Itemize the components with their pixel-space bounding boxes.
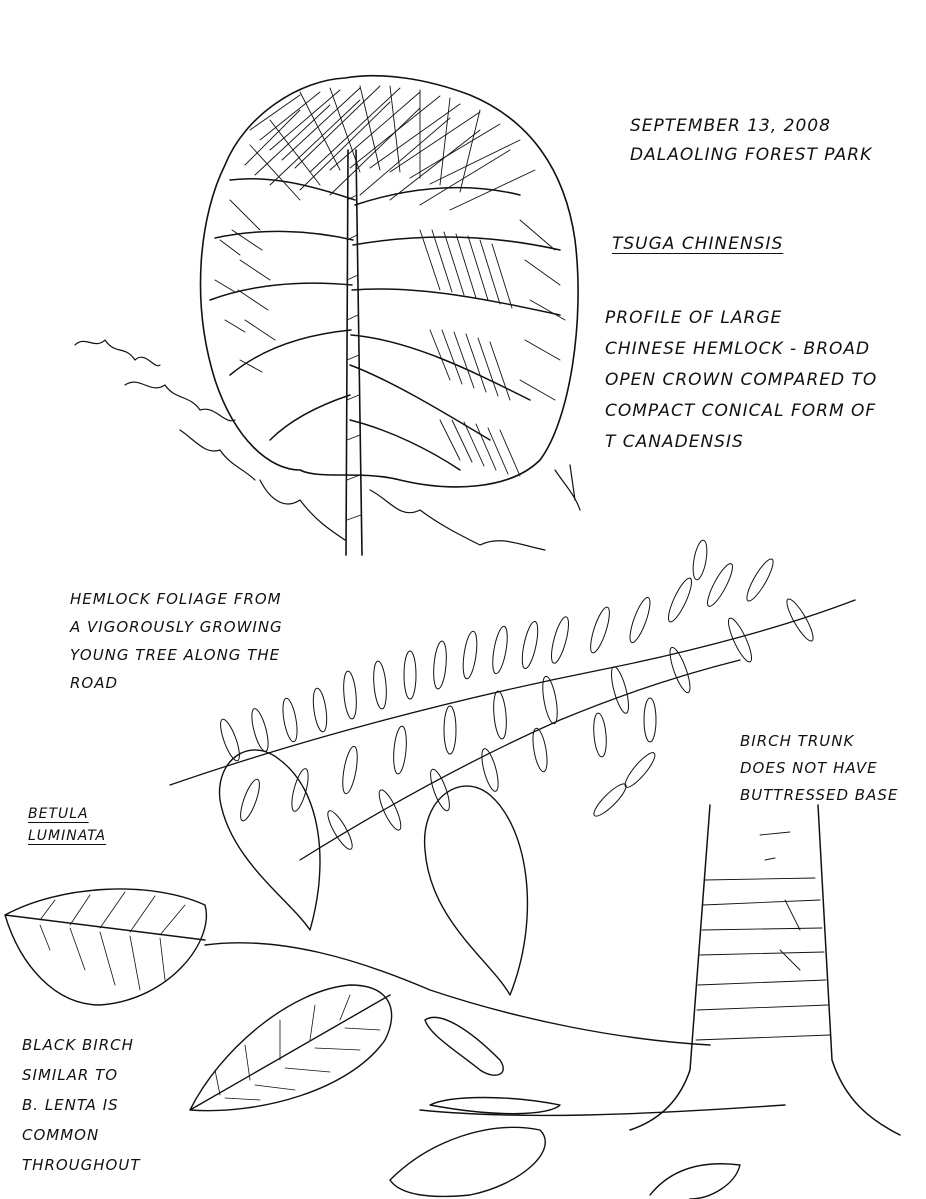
foliage-note: HEMLOCK FOLIAGE FROM A VIGOROUSLY GROWIN…	[70, 585, 283, 697]
note-line: DOES NOT HAVE	[740, 759, 878, 777]
species-name: TSUGA CHINENSIS	[612, 234, 784, 254]
birch-trunk-note: BIRCH TRUNK DOES NOT HAVE BUTTRESSED BAS…	[740, 728, 898, 809]
hemlock-tree-drawing	[75, 76, 580, 555]
birch-leaf	[425, 786, 528, 995]
note-line: BLACK BIRCH	[22, 1036, 134, 1054]
entry-date: SEPTEMBER 13, 2008	[630, 116, 831, 136]
birch-leaf	[390, 1127, 545, 1196]
foliage-branch-upper	[170, 600, 855, 785]
birch-catkin	[430, 1098, 560, 1114]
birch-twig	[205, 943, 785, 1116]
foliage-needles	[217, 539, 817, 852]
note-line: OPEN CROWN COMPARED TO	[605, 370, 878, 390]
species-title: TSUGA CHINENSIS	[612, 230, 783, 259]
hemlock-understory-left	[75, 340, 255, 480]
betula-title: BETULA LUMINATA	[28, 803, 106, 847]
hemlock-trunk-hatching	[347, 195, 361, 520]
entry-location: DALAOLING FOREST PARK	[630, 145, 873, 165]
hemlock-foliage-drawing	[170, 539, 855, 860]
birch-leaf	[190, 985, 392, 1111]
hemlock-branches	[210, 179, 560, 470]
note-line: THROUGHOUT	[22, 1156, 141, 1174]
page-header: SEPTEMBER 13, 2008 DALAOLING FOREST PARK	[630, 112, 872, 170]
note-line: SIMILAR TO	[22, 1066, 119, 1084]
note-line: COMPACT CONICAL FORM OF	[605, 401, 877, 421]
hemlock-trunk	[346, 150, 362, 555]
hemlock-crown-outline	[201, 76, 579, 487]
birch-leaf	[220, 750, 320, 930]
birch-branch-drawing	[5, 750, 785, 1199]
note-line: ROAD	[70, 674, 119, 692]
foliage-branch-lower	[300, 660, 740, 860]
note-line: T CANADENSIS	[605, 432, 744, 452]
birch-catkin	[425, 1017, 503, 1075]
note-line: CHINESE HEMLOCK - BROAD	[605, 339, 871, 359]
hemlock-crown-hatching	[215, 86, 565, 476]
hemlock-understory-right	[260, 465, 580, 550]
hemlock-profile-note: PROFILE OF LARGE CHINESE HEMLOCK - BROAD…	[605, 303, 877, 458]
birch-trunk-drawing	[630, 805, 900, 1135]
note-line: B. LENTA IS	[22, 1096, 119, 1114]
birch-leaf	[5, 889, 206, 1005]
black-birch-note: BLACK BIRCH SIMILAR TO B. LENTA IS COMMO…	[22, 1030, 141, 1180]
note-line: BUTTRESSED BASE	[740, 786, 899, 804]
note-line: HEMLOCK FOLIAGE FROM	[70, 590, 282, 608]
note-line: BIRCH TRUNK	[740, 732, 855, 750]
genus-name: BETULA	[28, 806, 89, 822]
species-epithet: LUMINATA	[28, 828, 107, 844]
note-line: YOUNG TREE ALONG THE	[70, 646, 281, 664]
note-line: COMMON	[22, 1126, 100, 1144]
birch-leaf	[650, 1164, 740, 1199]
note-line: PROFILE OF LARGE	[605, 308, 783, 328]
note-line: A VIGOROUSLY GROWING	[70, 618, 283, 636]
